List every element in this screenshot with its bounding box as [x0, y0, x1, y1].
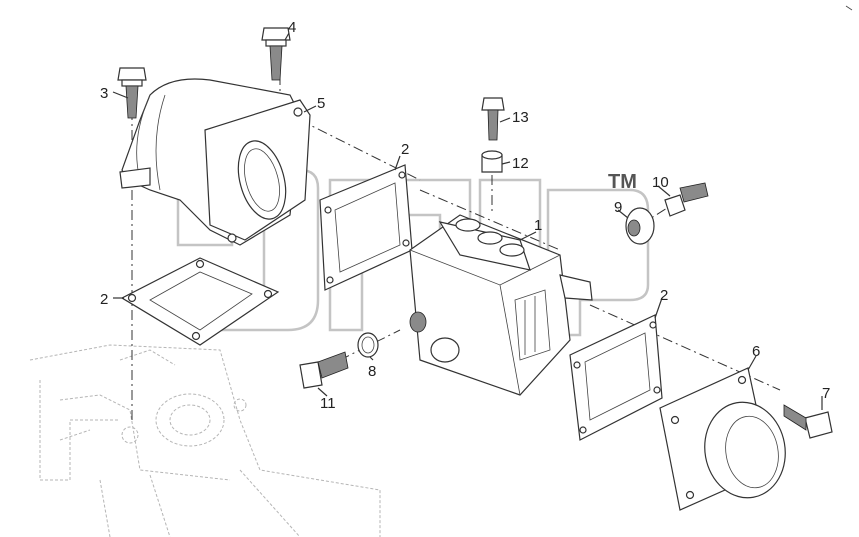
callout-5: 5 — [317, 95, 325, 112]
washer-part-9 — [625, 207, 655, 245]
callout-1: 1 — [534, 217, 542, 234]
callout-2-left: 2 — [100, 291, 108, 308]
callout-3: 3 — [100, 85, 108, 102]
valve-body-part-1 — [409, 214, 593, 396]
callout-2-right: 2 — [660, 287, 668, 304]
callout-4: 4 — [288, 19, 296, 36]
corner-mark — [845, 5, 853, 11]
bolt-part-4 — [261, 27, 291, 81]
outlet-flange-part-6 — [659, 367, 786, 511]
elbow-housing-part-5 — [119, 78, 311, 246]
banjo-bolt-part-11 — [299, 351, 349, 389]
trademark-mark: TM — [608, 171, 637, 193]
callout-9: 9 — [614, 199, 622, 216]
fitting-part-10 — [664, 182, 709, 217]
plug-part-12 — [481, 150, 503, 173]
leader-lines — [112, 32, 823, 410]
engine-block-background — [29, 344, 381, 537]
bolt-part-7 — [783, 404, 833, 439]
callout-2-middle: 2 — [401, 141, 409, 158]
bolt-part-3 — [117, 67, 147, 119]
bolt-part-13 — [481, 97, 505, 141]
callout-12: 12 — [512, 155, 529, 172]
callout-13: 13 — [512, 109, 529, 126]
callout-7: 7 — [822, 385, 830, 402]
gasket-middle-part-2 — [319, 164, 413, 291]
callout-8: 8 — [368, 363, 376, 380]
callout-11: 11 — [320, 395, 336, 412]
callout-6: 6 — [752, 343, 760, 360]
callout-labels: 1 2 2 2 3 4 5 6 7 8 9 10 11 12 13 — [100, 19, 830, 412]
gasket-left-part-2 — [120, 257, 280, 346]
seal-ring-part-8 — [357, 332, 379, 358]
gasket-right-part-2 — [569, 314, 663, 441]
callout-10: 10 — [652, 174, 669, 191]
